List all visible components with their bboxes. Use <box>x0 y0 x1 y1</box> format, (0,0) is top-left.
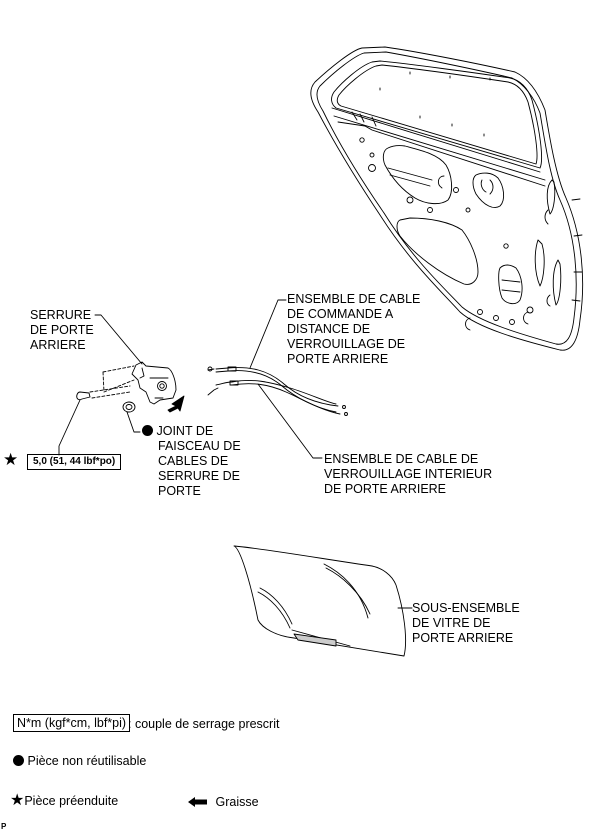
leader-remote-cable <box>249 299 287 369</box>
label-wire-harness-grommet: JOINT DE FAISCEAU DE CABLES DE SERRURE D… <box>142 424 241 499</box>
label-line: DE PORTE <box>30 323 94 337</box>
leader-screw <box>58 399 81 456</box>
label-line: JOINT DE <box>142 424 241 439</box>
label-line: VERROUILLAGE DE <box>287 337 406 351</box>
label-line: SERRURE DE <box>158 469 240 483</box>
label-line: VERROUILLAGE INTERIEUR <box>324 467 493 481</box>
grease-arrow-icon <box>188 797 207 807</box>
label-line: DISTANCE DE <box>287 322 371 336</box>
footer-code: P <box>1 822 7 831</box>
leader-inside-cable <box>257 383 323 459</box>
door-glass <box>233 545 406 657</box>
legend-non-reusable: Pièce non réutilisable <box>13 753 146 769</box>
label-line: PORTE ARRIERE <box>287 352 389 366</box>
precoated-star-icon: ★ <box>10 792 25 809</box>
label-line: DE COMMANDE A <box>287 307 394 321</box>
legend-grease: Graisse <box>188 794 259 810</box>
leader-lock <box>94 314 143 365</box>
label-line: FAISCEAU DE <box>158 439 241 453</box>
label-line: CABLES DE <box>158 454 229 468</box>
non-reusable-dot-icon <box>13 755 24 766</box>
label-line: DE VITRE DE <box>412 616 491 630</box>
label-line: ENSEMBLE DE CABLE <box>287 292 421 306</box>
rear-door-panel <box>310 46 584 351</box>
label-line: PORTE ARRIERE <box>412 631 514 645</box>
legend-torque-description: : couple de serrage prescrit <box>128 717 280 731</box>
grommet <box>122 401 136 413</box>
leader-grommet <box>126 411 141 433</box>
legend-torque-unit-box: N*m (kgf*cm, lbf*pi) <box>13 714 131 732</box>
label-rear-door-lock: SERRURE DE PORTE ARRIERE <box>30 308 94 353</box>
legend-non-reusable-text: Pièce non réutilisable <box>27 754 147 768</box>
label-door-glass: SOUS-ENSEMBLE DE VITRE DE PORTE ARRIERE <box>412 601 520 646</box>
label-line: PORTE <box>158 484 201 498</box>
label-inside-lock-cable: ENSEMBLE DE CABLE DE VERROUILLAGE INTERI… <box>324 452 492 497</box>
grease-arrow <box>167 395 185 413</box>
label-line: SOUS-ENSEMBLE <box>412 601 520 615</box>
label-line: DE PORTE ARRIERE <box>324 482 447 496</box>
label-remote-control-cable: ENSEMBLE DE CABLE DE COMMANDE A DISTANCE… <box>287 292 420 367</box>
legend-precoated-text: Pièce préenduite <box>24 794 119 808</box>
torque-spec-box: 5,0 (51, 44 lbf*po) <box>27 454 122 470</box>
legend-grease-text: Graisse <box>215 795 259 809</box>
label-line: ENSEMBLE DE CABLE DE <box>324 452 479 466</box>
non-reusable-dot-icon <box>142 425 153 436</box>
legend-precoated: ★Pièce préenduite <box>10 793 118 809</box>
label-line: SERRURE <box>30 308 92 322</box>
label-line: ARRIERE <box>30 338 86 352</box>
precoated-star-icon: ★ <box>3 450 19 469</box>
cables <box>207 366 348 416</box>
screw <box>76 391 91 401</box>
rear-door-lock <box>89 361 177 405</box>
